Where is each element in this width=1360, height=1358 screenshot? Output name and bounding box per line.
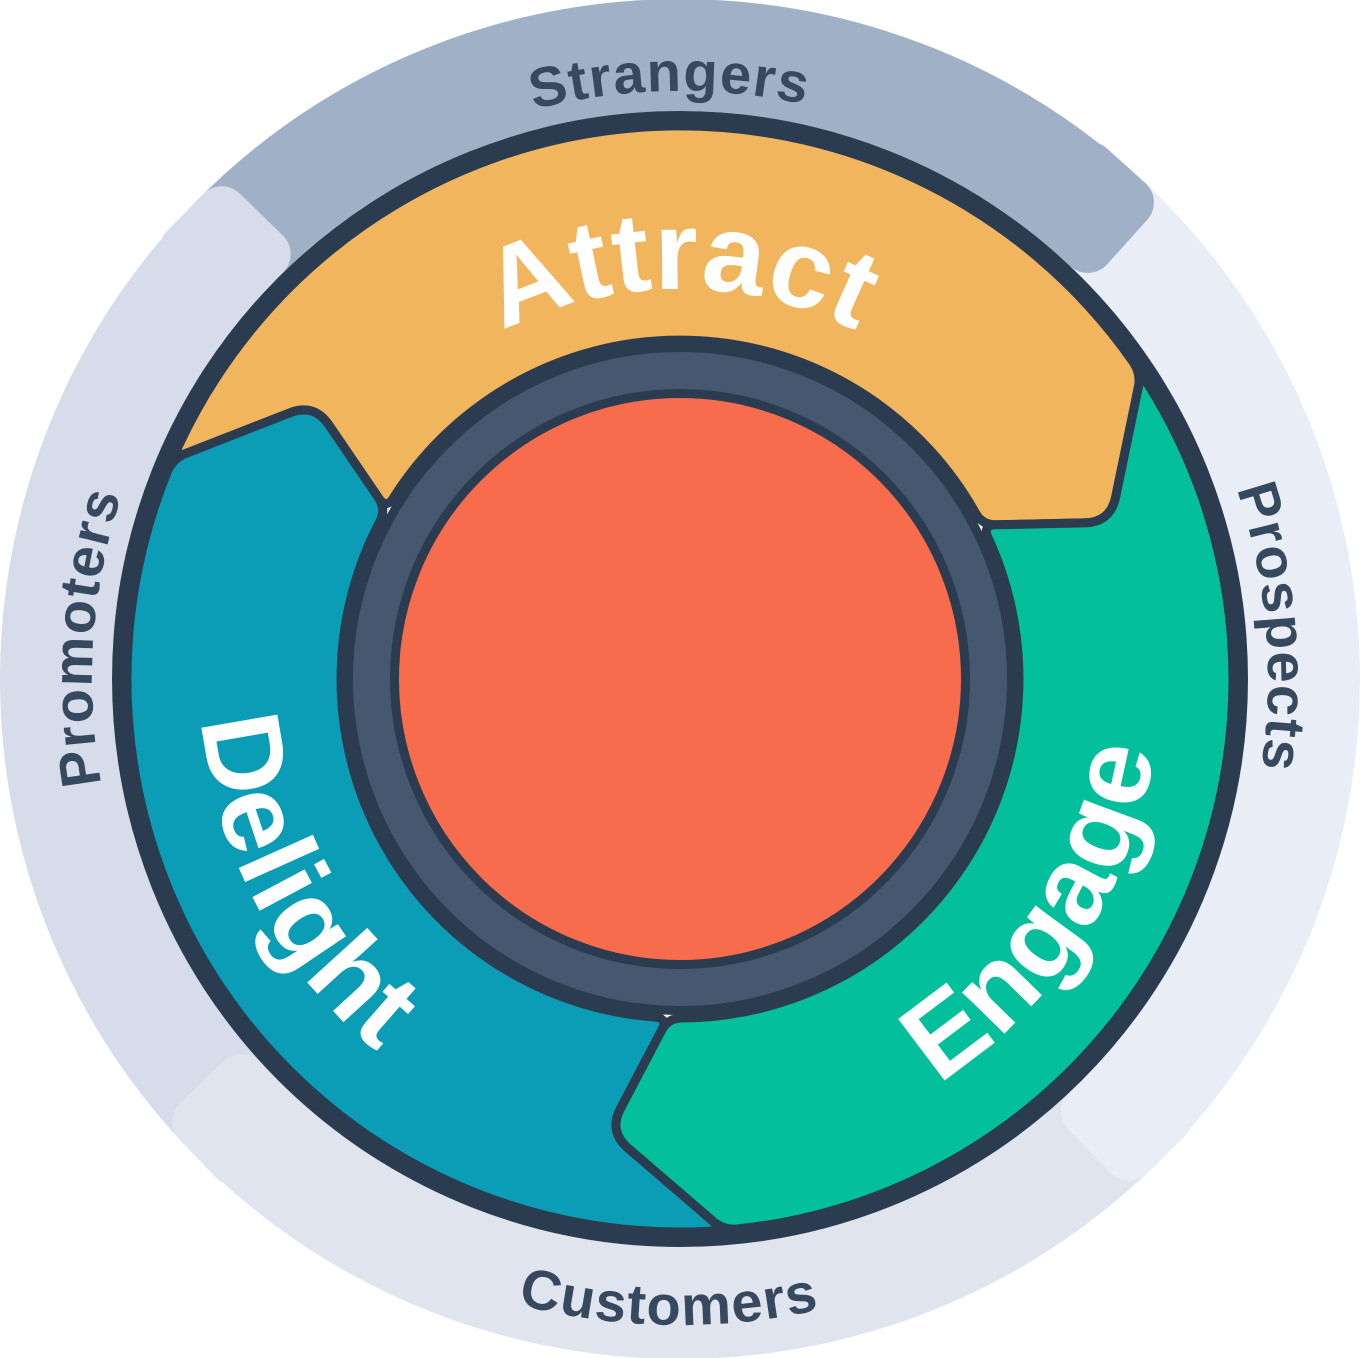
ring-arc-cap-prospects	[1061, 1049, 1193, 1181]
ring-arc-prospects	[1059, 173, 1360, 1164]
wheel-outer-border	[112, 111, 1248, 1247]
ring-arc-cap-customers	[172, 1054, 304, 1186]
ring-arc-promoters	[0, 204, 274, 1150]
wheel	[112, 111, 1248, 1247]
ring-arc-cap-strangers	[1023, 141, 1154, 273]
hub	[344, 343, 1016, 1015]
ring-arc-cap-promoters	[159, 186, 291, 318]
segment-delight	[122, 405, 722, 1237]
hub-center	[390, 389, 970, 969]
ring-arc-strangers	[193, 0, 1135, 283]
ring-arc-customers	[189, 1072, 1158, 1358]
